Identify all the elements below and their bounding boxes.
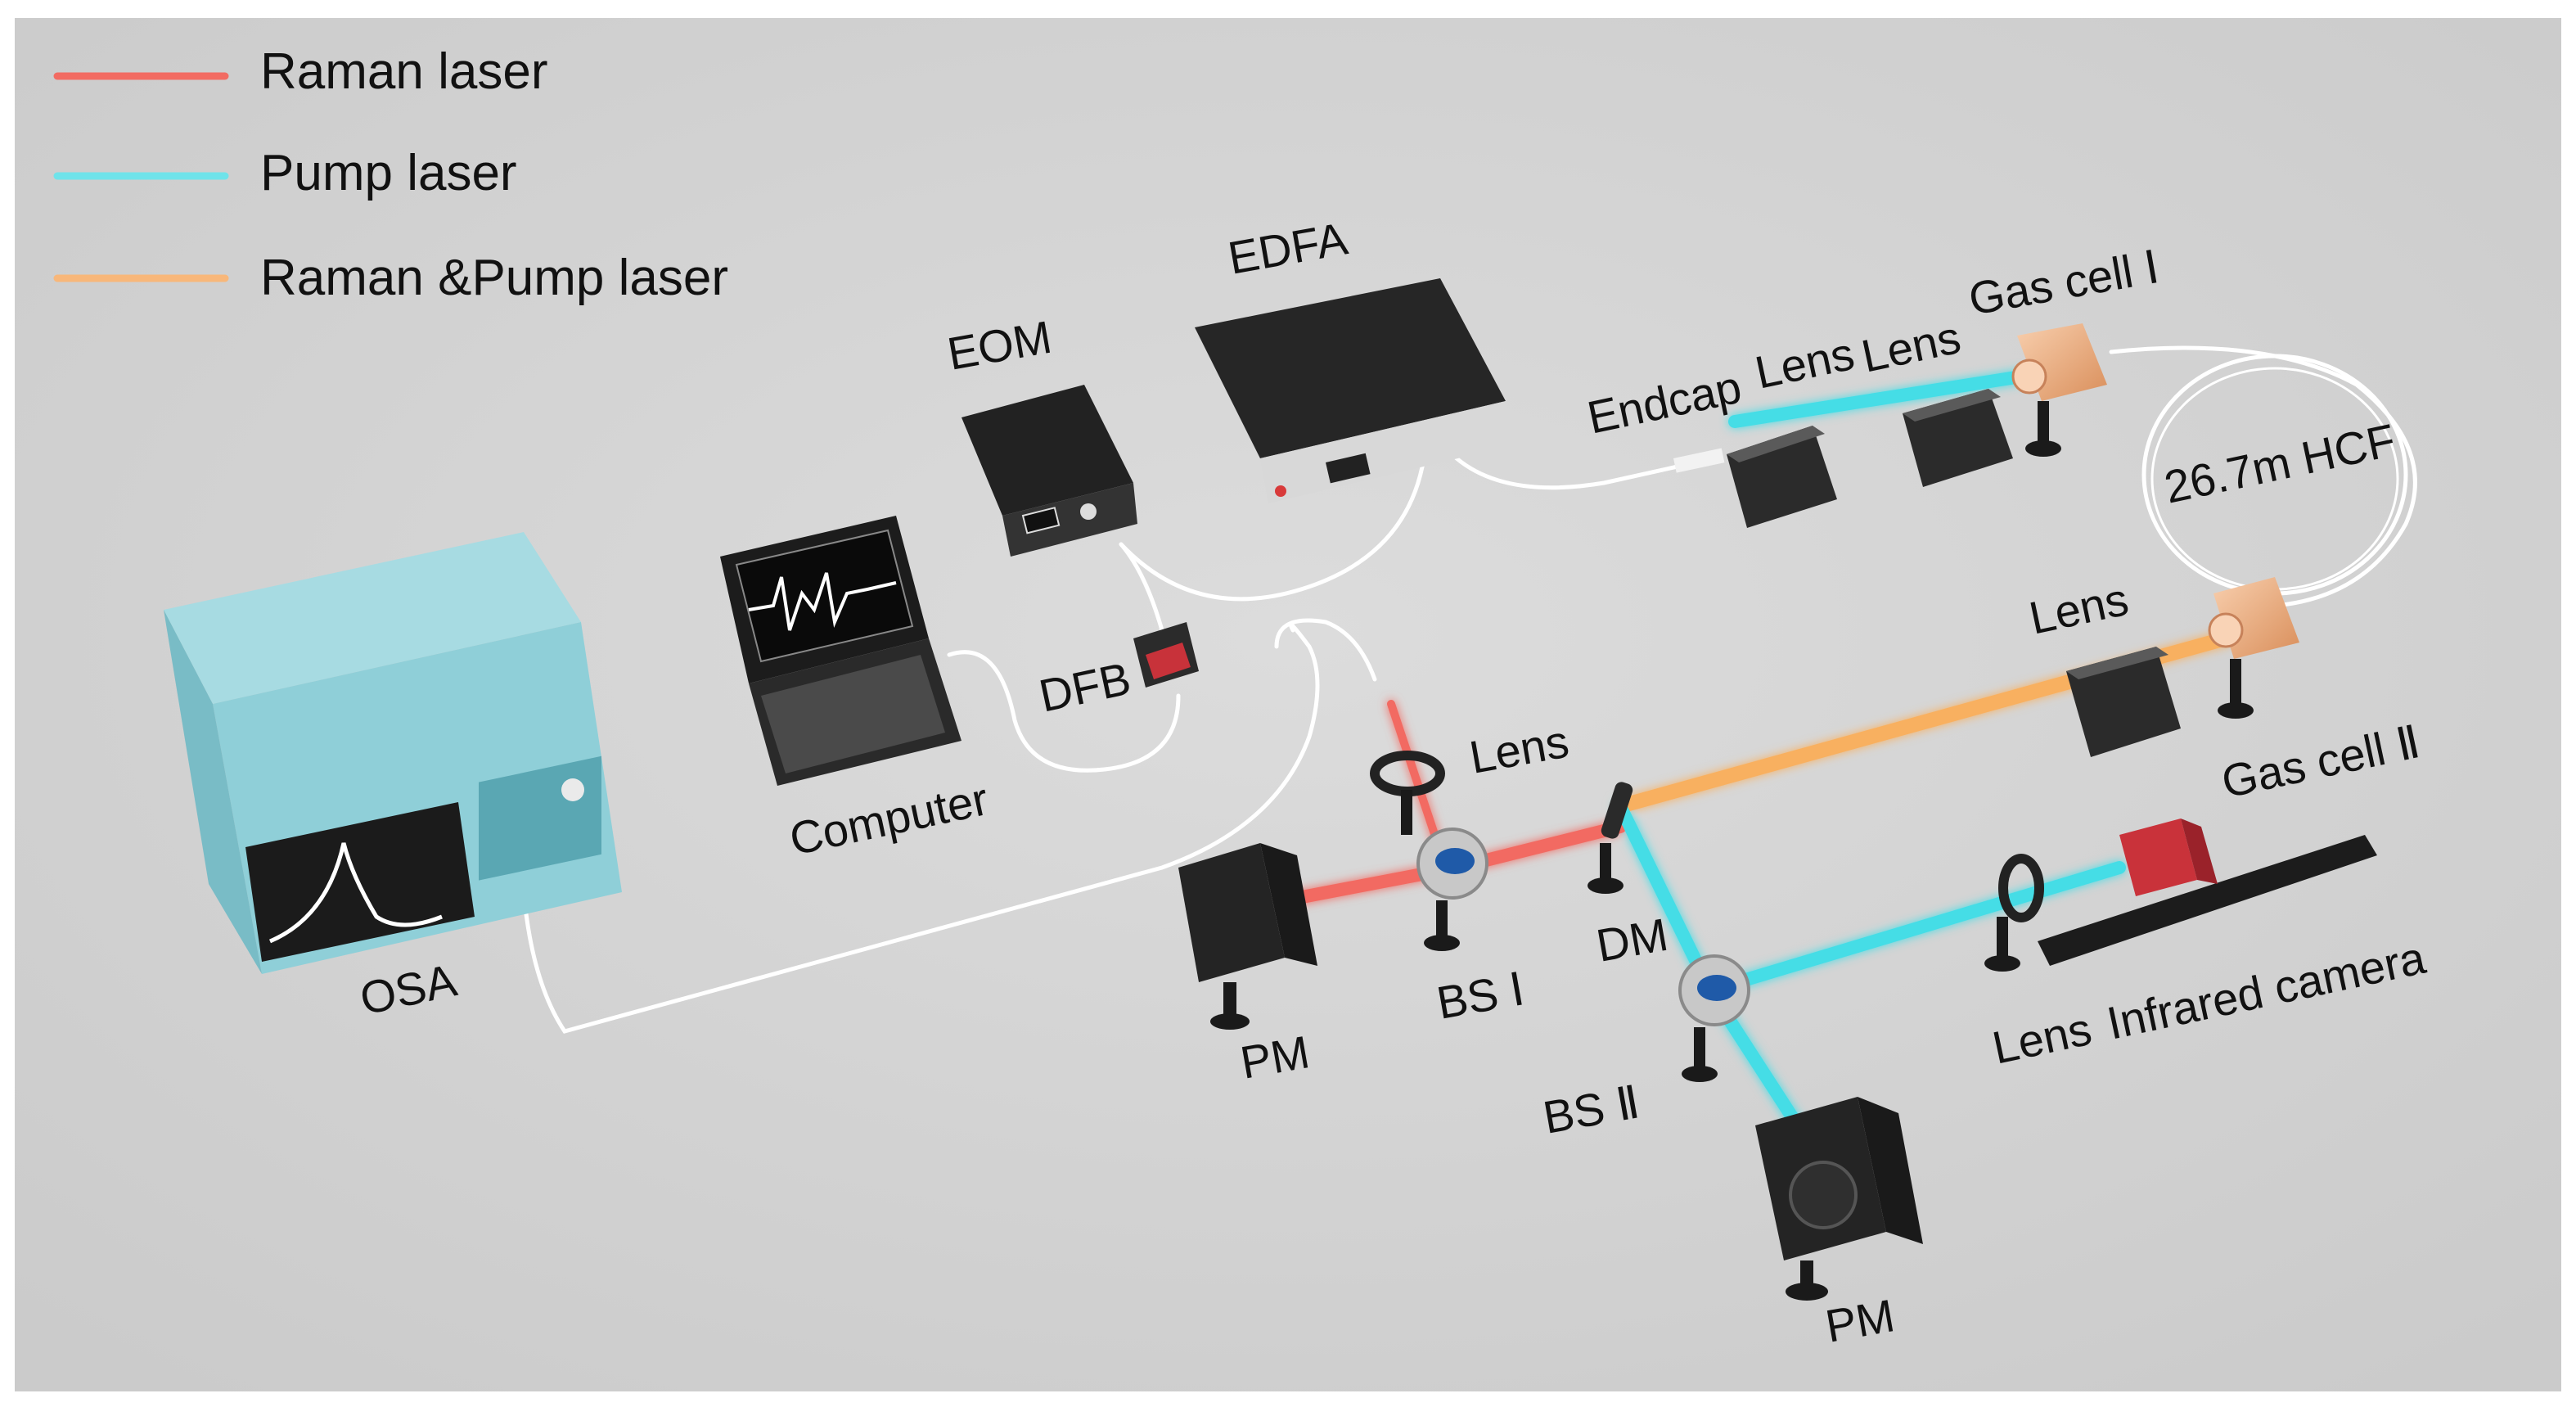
- fiber-loop-top: [1274, 618, 1377, 682]
- bs-2-base: [1682, 1066, 1718, 1082]
- camera-side: [2181, 818, 2218, 884]
- pm-2-base: [1786, 1283, 1828, 1301]
- infrared-camera: [2038, 818, 2377, 966]
- bs-1: [1416, 828, 1488, 951]
- lens-5-base: [1984, 955, 2020, 972]
- camera-body: [2119, 818, 2197, 896]
- dm-post: [1600, 843, 1611, 884]
- beam-pump-down: [1614, 800, 1717, 997]
- pm-1-post: [1223, 982, 1236, 1019]
- gas-cell-1-post: [2038, 401, 2049, 446]
- bs-1-post: [1436, 900, 1448, 941]
- lens-4-mount: [1370, 751, 1445, 835]
- lens-5-ring: [1998, 854, 2044, 922]
- lens-5-post: [1997, 917, 2008, 962]
- dfb-red-face: [1146, 643, 1191, 679]
- legend: Raman laser Pump laser Raman &Pump laser: [53, 43, 728, 306]
- edfa-top: [1195, 278, 1506, 458]
- label-dm: DM: [1592, 909, 1672, 972]
- gas-cell-2: [2208, 577, 2299, 719]
- lens-3-mount: [2066, 647, 2181, 757]
- pm-2-post: [1800, 1260, 1813, 1289]
- computer-keys: [761, 655, 945, 773]
- bs-1-optic: [1435, 848, 1475, 874]
- edfa-front: [1260, 401, 1510, 503]
- osa-side: [164, 610, 262, 974]
- gas-cell-2-base: [2218, 702, 2254, 719]
- gas-cell-2-post: [2230, 659, 2241, 708]
- beam-pump-into-cell1: [1728, 370, 2028, 428]
- pm-1-side: [1260, 843, 1317, 966]
- lens-3-stage-top: [2066, 647, 2168, 679]
- pm-2: [1755, 1097, 1923, 1301]
- legend-label-combined: Raman &Pump laser: [260, 250, 728, 306]
- dm-base: [1587, 877, 1624, 894]
- lens-1-stage-top: [1727, 426, 1825, 462]
- edfa-device: [1195, 278, 1510, 503]
- pm-2-fan: [1789, 1161, 1858, 1229]
- edfa-red-switch: [1275, 485, 1286, 497]
- legend-label-pump: Pump laser: [260, 145, 517, 201]
- gas-cell-1: [2011, 323, 2107, 457]
- edfa-display: [1326, 453, 1371, 484]
- dfb-device: [1133, 622, 1199, 688]
- osa-spectrum-trace: [269, 842, 443, 944]
- beam-raman-vertical: [1387, 700, 1444, 855]
- lens-1-mount: [1727, 426, 1837, 528]
- bs-2-post: [1694, 1027, 1705, 1072]
- dm: [1587, 782, 1633, 894]
- camera-rail: [2038, 835, 2377, 966]
- bs-2: [1678, 954, 1750, 1082]
- osa-device: [164, 532, 622, 974]
- legend-label-raman: Raman laser: [260, 43, 547, 100]
- osa-knob: [561, 778, 584, 801]
- eom-front: [1002, 483, 1137, 557]
- pm-1-front: [1178, 843, 1285, 982]
- label-pm-2: PM: [1822, 1289, 1898, 1352]
- bs-1-base: [1424, 935, 1460, 951]
- pm-1: [1178, 843, 1317, 1030]
- fiber-hcf-coil-outer: [2109, 345, 2417, 608]
- pm-1-base: [1210, 1013, 1250, 1030]
- label-pm-1: PM: [1236, 1026, 1313, 1089]
- fiber-eom-to-edfa: [1119, 456, 1426, 602]
- computer-device: [720, 516, 961, 786]
- lens-2-stage-top: [1903, 389, 2001, 422]
- gas-cell-2-window: [2208, 612, 2244, 648]
- gas-cell-1-base: [2025, 440, 2061, 457]
- eom-device: [961, 385, 1137, 557]
- pm-2-side: [1858, 1097, 1923, 1244]
- dm-mirror: [1601, 782, 1633, 839]
- fiber-edfa-to-endcap: [1454, 456, 1680, 490]
- eom-knob: [1080, 503, 1097, 520]
- endcap-device: [1673, 448, 1725, 473]
- fiber-osa-to-bs1: [521, 622, 1320, 1034]
- computer-waveform: [748, 572, 897, 631]
- eom-display: [1021, 507, 1061, 534]
- fiber-computer-to-dfb: [947, 650, 1181, 773]
- bs-2-optic: [1697, 975, 1736, 1001]
- beam-pump-to-camera: [1704, 861, 2126, 997]
- endcap-body: [1673, 448, 1725, 473]
- osa-top: [164, 532, 581, 704]
- computer-screen: [735, 529, 914, 663]
- lens-4-post: [1401, 790, 1412, 835]
- lens-5-mount: [1984, 854, 2044, 972]
- eom-top: [961, 385, 1133, 516]
- gas-cell-1-window: [2011, 359, 2047, 395]
- lens-2-mount: [1903, 389, 2013, 487]
